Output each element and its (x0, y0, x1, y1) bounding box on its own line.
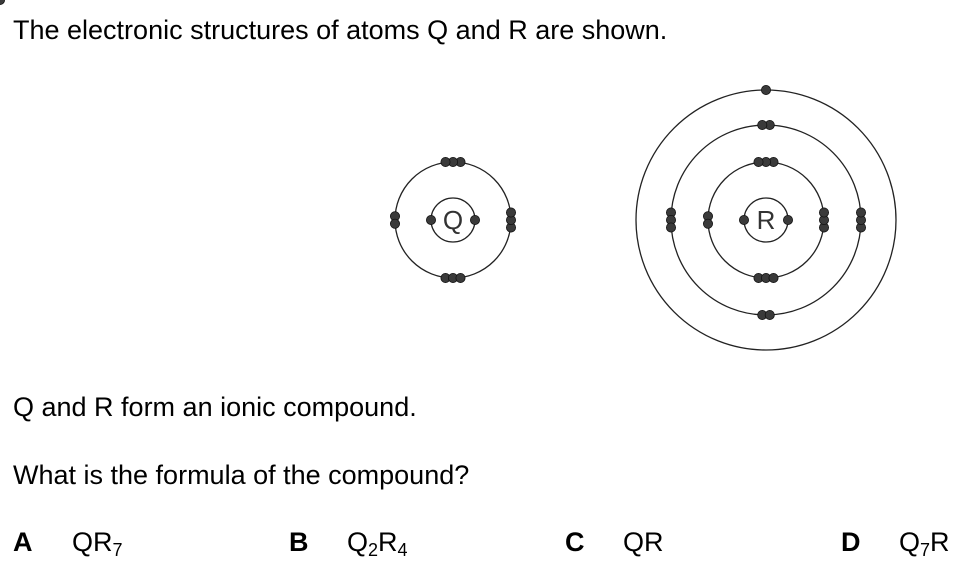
electron-dot (739, 214, 750, 225)
formula-text: R (930, 527, 950, 557)
electron-dot (753, 156, 764, 167)
option-b-letter: B (289, 527, 309, 557)
option-a-letter: A (13, 527, 33, 557)
electron-dot (666, 222, 677, 233)
electron-dot (764, 309, 775, 320)
electron-dot (505, 207, 516, 218)
electron-dot (703, 218, 714, 229)
atom-symbol: Q (443, 205, 463, 235)
atom-q-diagram: Q (0, 0, 516, 283)
formula-subscript: 7 (920, 540, 931, 560)
electron-dot (761, 85, 772, 96)
electron-dot (0, 0, 5, 5)
formula-text: Q (899, 527, 921, 557)
formula-text: Q (347, 527, 369, 557)
question-intro: The electronic structures of atoms Q and… (13, 15, 668, 45)
atom-symbol: R (757, 205, 776, 235)
electron-dot (856, 207, 867, 218)
question-prompt: What is the formula of the compound? (13, 460, 470, 490)
electron-dot (455, 272, 466, 283)
electron-dot (440, 156, 451, 167)
option-c-formula: QR (623, 529, 664, 556)
formula-subscript: 7 (112, 540, 123, 560)
option-d-letter: D (841, 527, 861, 557)
electron-dot (469, 214, 480, 225)
formula-text: R (378, 527, 398, 557)
formula-subscript: 4 (397, 540, 408, 560)
electron-dot (757, 120, 768, 131)
electron-dot (768, 272, 779, 283)
electron-dot (783, 214, 794, 225)
option-c-letter: C (565, 527, 585, 557)
formula-text: QR (72, 527, 113, 557)
formula-text: QR (623, 527, 664, 557)
question-statement: Q and R form an ionic compound. (13, 392, 417, 422)
atom-r-diagram: R (635, 85, 897, 351)
electron-dot (819, 207, 830, 218)
option-d-formula: Q7R (899, 527, 950, 560)
option-b-formula: Q2R4 (347, 527, 408, 560)
electron-dot (425, 214, 436, 225)
electron-dot (389, 218, 400, 229)
formula-subscript: 2 (368, 540, 379, 560)
option-a-formula: QR7 (72, 527, 123, 560)
